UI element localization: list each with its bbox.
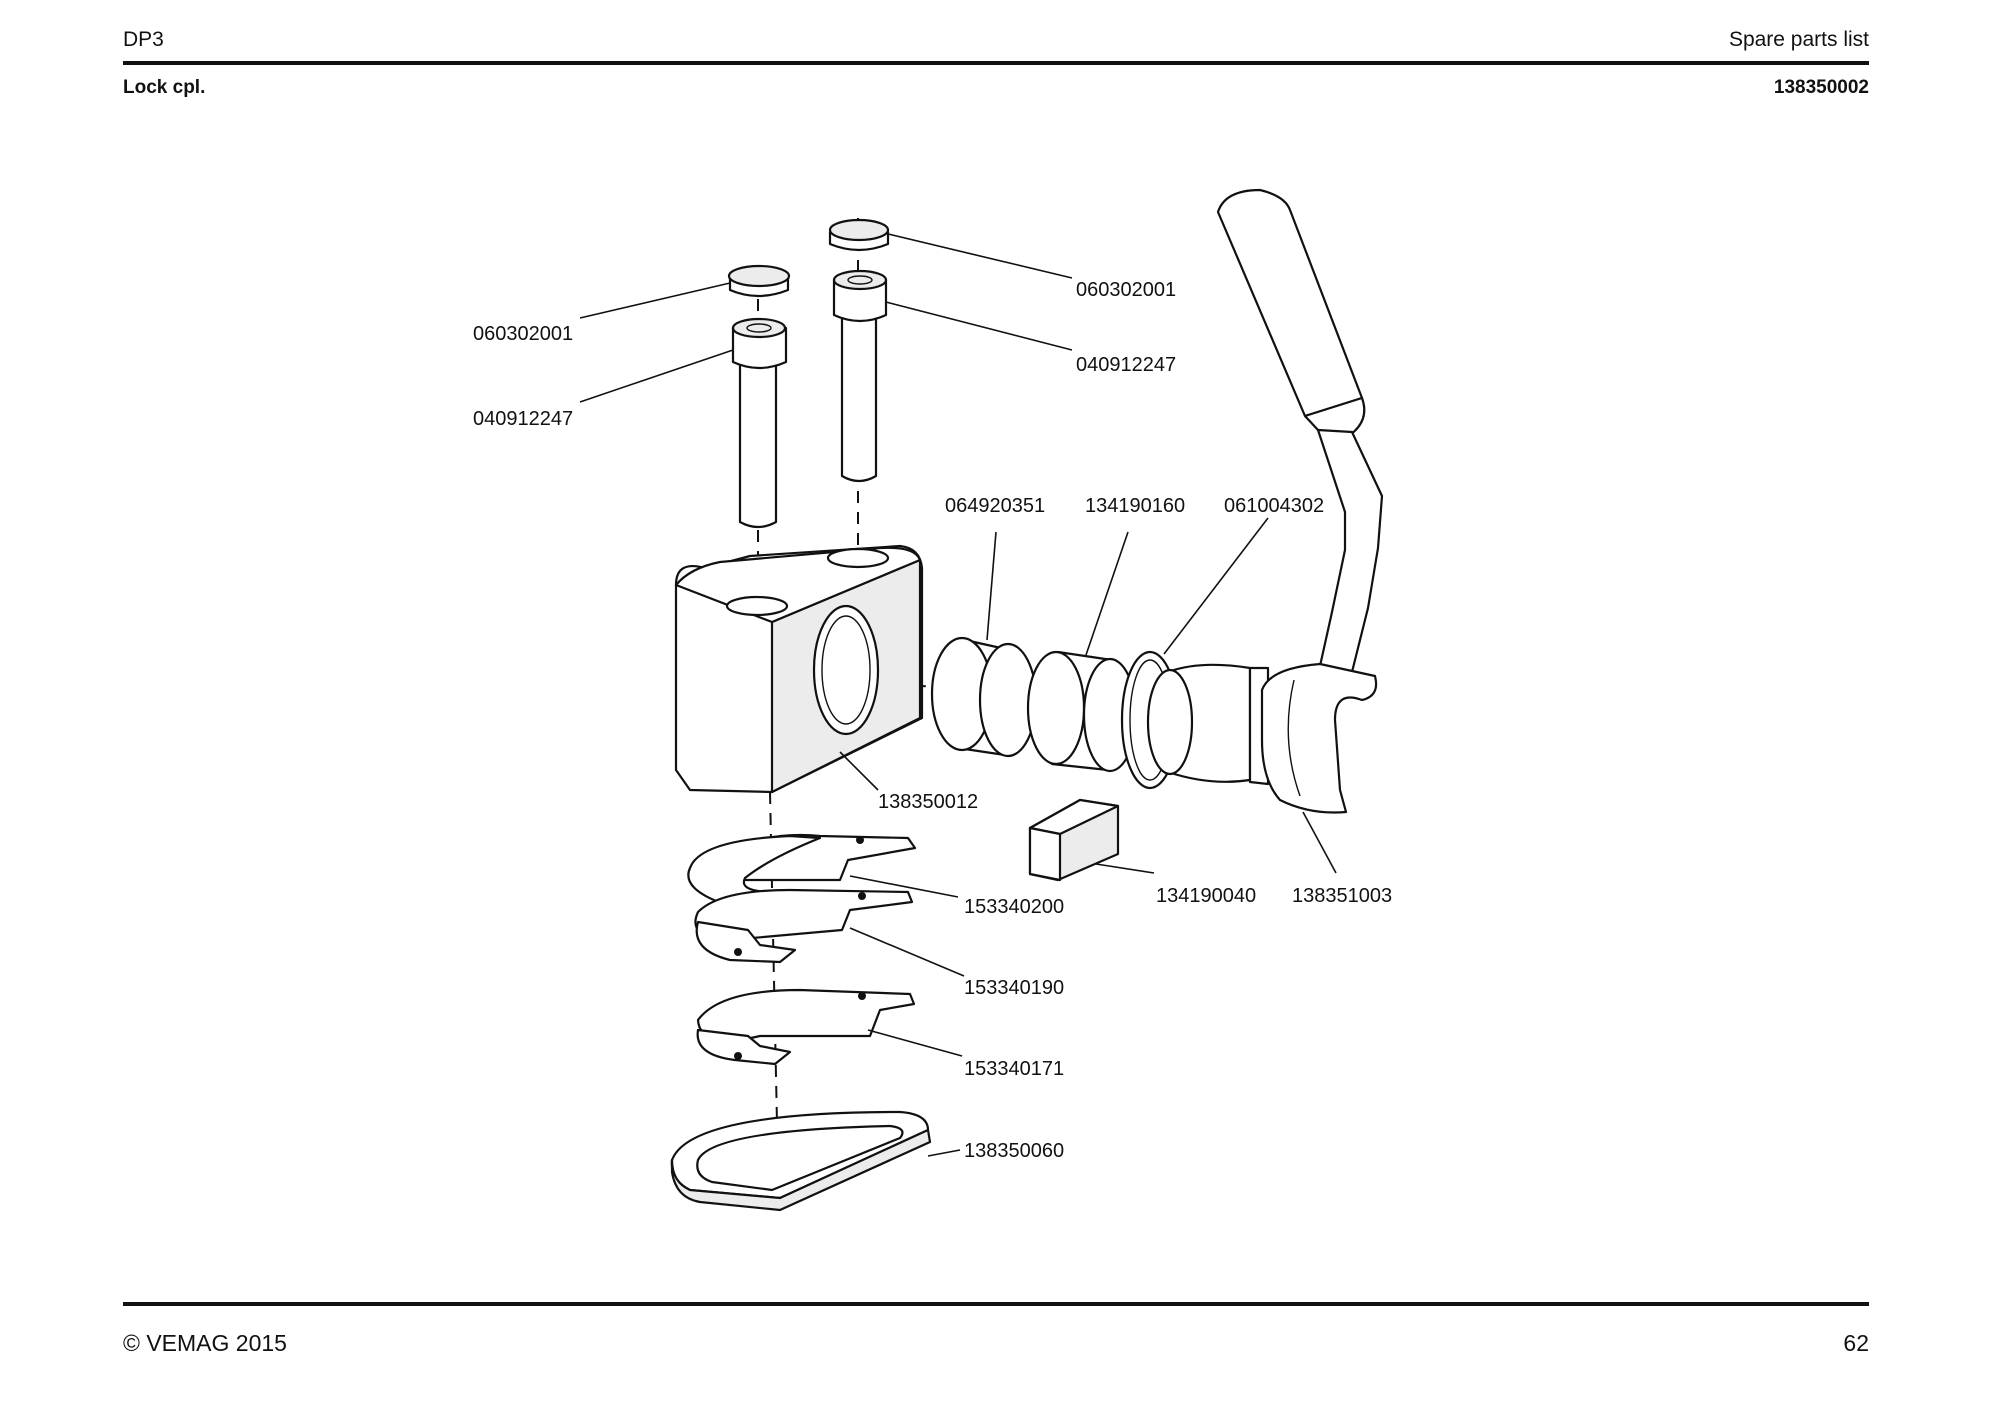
callout-label: 138350012 [878, 791, 978, 813]
footer-copyright: © VEMAG 2015 [123, 1330, 287, 1356]
bushing-064920351 [930, 636, 1038, 758]
socket-screw-left [731, 317, 788, 529]
lever-138351003 [1146, 188, 1384, 814]
header-document-type: Spare parts list [1728, 28, 1869, 51]
callout-label: 060302001 [1076, 279, 1176, 301]
callout-label: 138350060 [964, 1140, 1064, 1162]
callout-label: 134190160 [1085, 495, 1185, 517]
callout-label: 040912247 [1076, 354, 1176, 376]
callout-label: 040912247 [473, 408, 573, 430]
leader-lines [579, 233, 1337, 1157]
callout-label: 153340190 [964, 977, 1064, 999]
shim-153340171 [696, 988, 916, 1066]
assembly-number: 138350002 [1773, 77, 1869, 98]
callout-label: 153340171 [964, 1058, 1064, 1080]
assembly-name: Lock cpl. [123, 77, 206, 98]
callout-label: 153340200 [964, 896, 1064, 918]
key-134190040 [1028, 798, 1120, 882]
callout-label: 138351003 [1292, 885, 1392, 907]
callout-labels: 060302001 060302001 040912247 040912247 … [473, 279, 1392, 1162]
cap-plug-right [828, 218, 890, 252]
page-number: 62 [1843, 1330, 1869, 1356]
header-model: DP3 [123, 28, 164, 51]
callout-label: 060302001 [473, 323, 573, 345]
base-gasket-138350060 [670, 1110, 932, 1212]
callout-label: 061004302 [1224, 495, 1324, 517]
header-rule [123, 61, 1869, 65]
shim-153340190 [694, 888, 914, 964]
footer-rule [123, 1302, 1869, 1306]
callout-label: 134190040 [1156, 885, 1256, 907]
callout-label: 064920351 [945, 495, 1045, 517]
lock-housing [674, 544, 924, 794]
cap-plug-left [727, 264, 791, 298]
socket-screw-right [832, 269, 888, 483]
bushing-134190160 [1026, 650, 1138, 773]
